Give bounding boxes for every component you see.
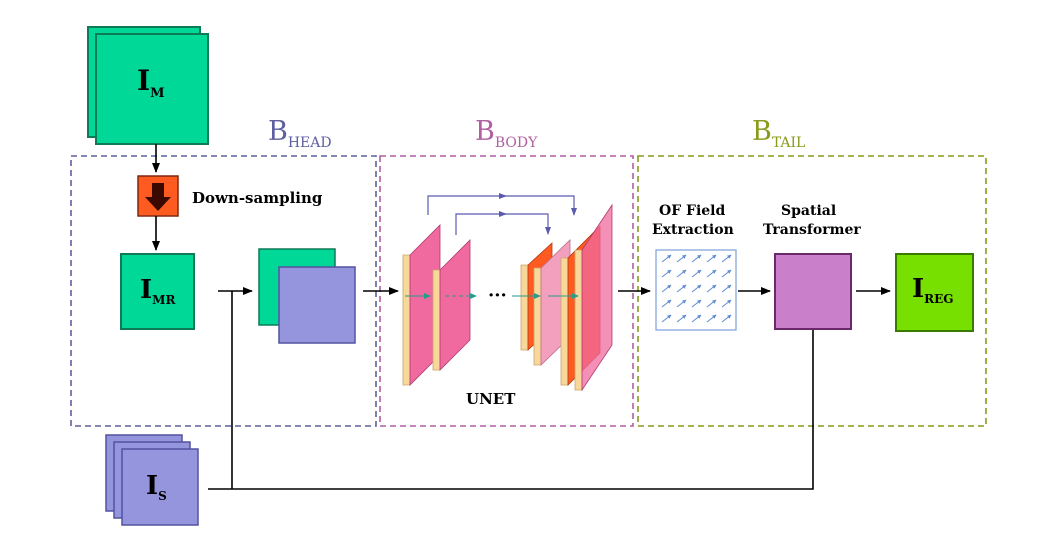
flow-field-arrow xyxy=(706,284,717,293)
head-block-title: BHEAD xyxy=(268,116,332,151)
spatial-label-line1: Spatial xyxy=(781,203,836,219)
tail-block-title: BTAIL xyxy=(752,116,805,151)
of-field-label-line2: Extraction xyxy=(652,222,734,238)
unet-ellipsis: ··· xyxy=(488,285,507,306)
down-arrow-icon xyxy=(145,183,171,211)
moving-resampled-label: IMR xyxy=(140,275,176,307)
flow-field-arrow xyxy=(706,314,717,323)
registered-image-label: IREG xyxy=(912,274,954,306)
flow-field-arrow xyxy=(691,314,702,323)
downsampling-label: Down-sampling xyxy=(192,189,323,207)
flow-field-arrow xyxy=(661,284,672,293)
flow-field-arrow xyxy=(691,284,702,293)
flow-field-arrow xyxy=(721,284,732,293)
flow-field-arrow xyxy=(661,254,672,263)
flow-field-arrow xyxy=(691,299,702,308)
flow-field-arrow xyxy=(721,314,732,323)
flow-field-arrow xyxy=(676,284,687,293)
flow-field-arrow xyxy=(706,269,717,278)
flow-field-arrow xyxy=(691,269,702,278)
flow-field-arrow xyxy=(661,299,672,308)
flow-field-arrow xyxy=(721,254,732,263)
flow-field-arrow xyxy=(676,299,687,308)
spatial-label-line2: Transformer xyxy=(763,222,861,238)
unet-network xyxy=(402,193,613,392)
flow-field-arrow xyxy=(721,299,732,308)
moving-image-label: IM xyxy=(137,64,165,101)
static-image-stack: IS xyxy=(105,434,199,526)
flow-field-arrow xyxy=(676,254,687,263)
flow-field-arrow xyxy=(661,269,672,278)
static-image-label: IS xyxy=(146,471,167,503)
flow-field-arrow xyxy=(721,269,732,278)
flow-field-arrow xyxy=(676,314,687,323)
flow-field-arrow xyxy=(676,269,687,278)
concatenated-images xyxy=(258,248,356,344)
registered-image xyxy=(895,253,974,332)
flow-field-icon xyxy=(655,249,737,331)
flow-field-arrow xyxy=(706,299,717,308)
moving-image-stack: IM xyxy=(87,26,209,145)
moving-resampled-image xyxy=(120,253,195,330)
of-field-label-line1: OF Field xyxy=(659,203,725,219)
unet-label: UNET xyxy=(466,390,516,408)
downsampling-block xyxy=(137,175,179,217)
spatial-transformer-block xyxy=(774,253,852,330)
body-block-title: BBODY xyxy=(475,116,538,151)
line-static-to-transformer xyxy=(208,330,814,490)
flow-field-arrow xyxy=(691,254,702,263)
flow-field-arrow xyxy=(706,254,717,263)
flow-field-arrow xyxy=(661,314,672,323)
